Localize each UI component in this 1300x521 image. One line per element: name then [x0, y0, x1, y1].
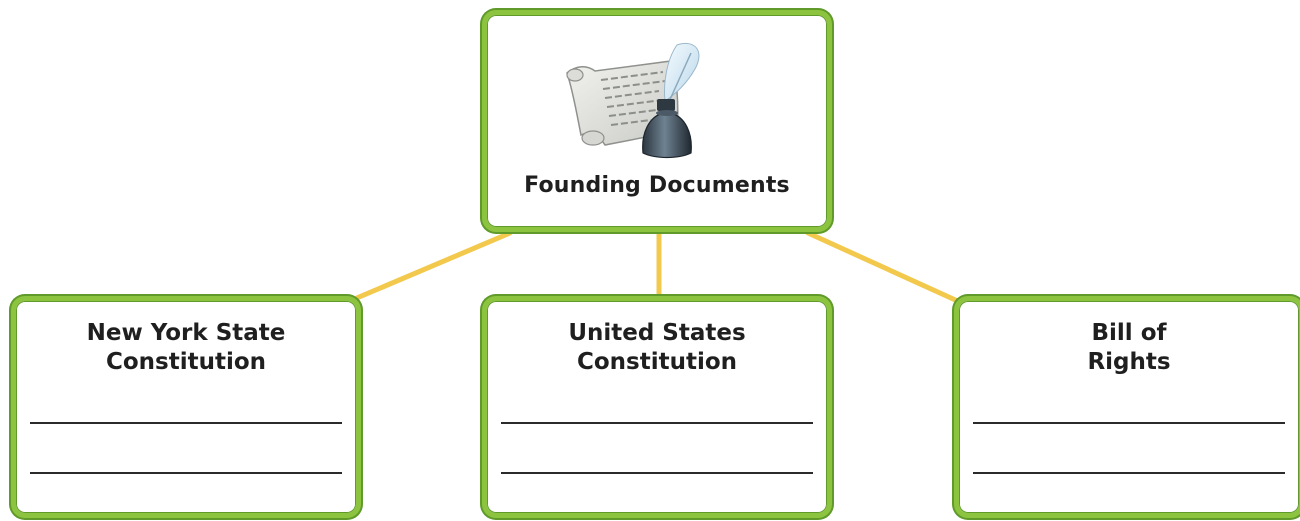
- connector-right: [805, 230, 965, 306]
- answer-line: [30, 422, 342, 424]
- child-node-bill-of-rights: Bill of Rights: [954, 296, 1300, 518]
- child-node-new-york-state-constitution: New York State Constitution: [11, 296, 361, 518]
- answer-line: [973, 422, 1285, 424]
- answer-line: [501, 422, 813, 424]
- connector-left: [342, 230, 513, 306]
- root-node-label: Founding Documents: [524, 173, 790, 198]
- child-node-label: Bill of Rights: [1087, 320, 1171, 375]
- child-node-label: New York State Constitution: [86, 320, 286, 375]
- scroll-and-quill-icon: [566, 43, 700, 159]
- answer-line: [973, 472, 1285, 474]
- child-node-united-states-constitution: United States Constitution: [482, 296, 832, 518]
- root-node-founding-documents: Founding Documents: [482, 10, 832, 232]
- child-node-label: United States Constitution: [568, 320, 746, 375]
- answer-line: [501, 472, 813, 474]
- answer-line: [30, 472, 342, 474]
